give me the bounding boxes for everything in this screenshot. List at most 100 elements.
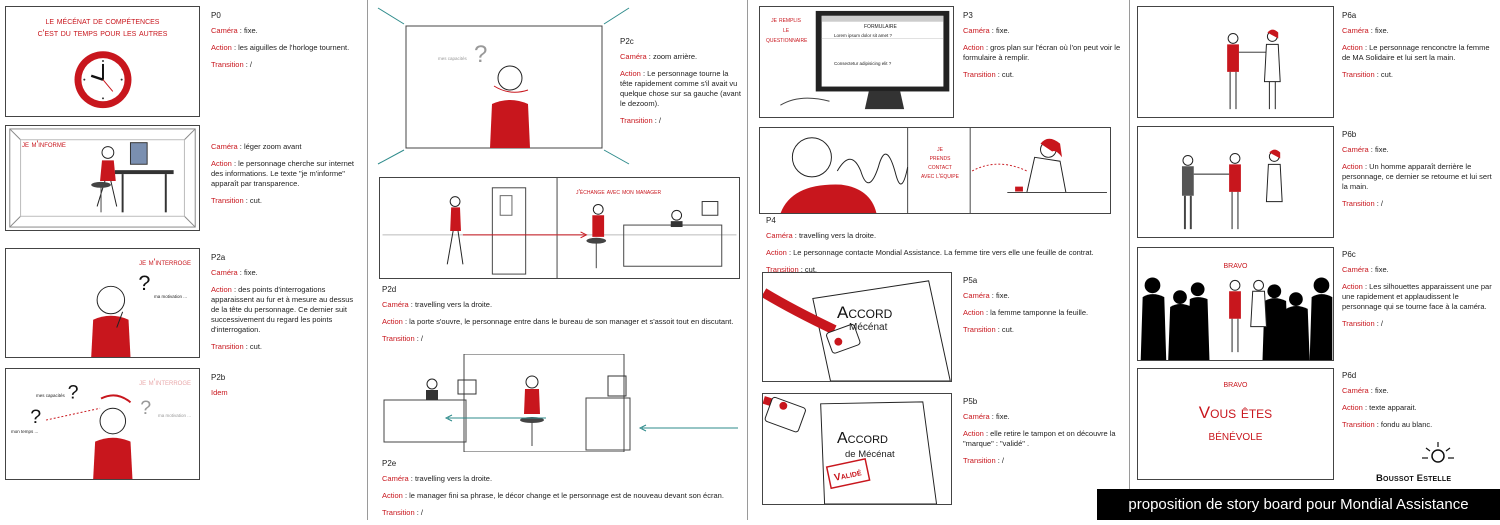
p2b-title: Je m'interroge [139,377,191,387]
p6c-description: P6c Caméra : fixe. Action : Les silhouet… [1342,250,1494,336]
p6d-title: Bravo [1223,379,1248,390]
clock-drawing [74,51,132,109]
p6c-transition-label: Transition [1342,319,1375,328]
p2a-id: P2a [211,253,226,262]
p0-transition-label: Transition [211,60,244,69]
panel-p5a: Accord Mécénat [762,272,952,382]
p1-action-label: Action [211,159,232,168]
p6a-action: : Le personnage renconctre la femme de M… [1342,43,1490,62]
p2a-action: : des points d'interrogations apparaisse… [211,285,354,334]
p2a-action-label: Action [211,285,232,294]
p2c-transition-label: Transition [620,116,653,125]
p2d-transition-label: Transition [382,334,415,343]
computer-closeup [780,10,950,110]
svg-text:?: ? [30,406,41,428]
p1-title: Je m'informe [22,139,66,149]
p6c-camera: : fixe. [1368,265,1389,274]
p2b-text: Idem [211,388,228,397]
handshake-scene [1227,29,1281,110]
p2b-id: P2b [211,373,226,382]
p2d-camera: : travelling vers la droite. [408,300,493,309]
p4-description: P4 Caméra : travelling vers la droite. A… [766,216,1116,282]
office-travelling-scene [382,178,737,278]
p4-transition: : cut. [798,265,817,274]
p5b-doc-subtitle: de Mécénat [845,449,895,460]
p6a-camera-label: Caméra [1342,26,1369,35]
p6c-action-label: Action [1342,282,1363,291]
p2e-camera-label: Caméra [382,474,409,483]
p5a-transition-label: Transition [963,325,996,334]
panel-p6a [1137,6,1334,118]
p6d-transition-label: Transition [1342,420,1375,429]
p6c-title: Bravo [1223,260,1248,271]
column-3: Je remplis le questionnaire FORMULAIRE L… [748,0,1130,520]
p6b-id: P6b [1342,130,1357,139]
panel-p4: Je prends contact avec l'équipe [759,127,1111,214]
p3-camera-label: Caméra [963,26,990,35]
p2e-action: : le manager fini sa phrase, le décor ch… [402,491,724,500]
applause-scene [1140,277,1333,360]
p2e-action-label: Action [382,491,403,500]
p2b-description: P2b Idem [211,373,361,405]
p0-title: Le Mécénat de compétences c'est du temps… [6,16,199,40]
panel-p2d: J'échange avec mon manager [379,177,740,279]
panel-p6b [1137,126,1334,238]
p5a-id: P5a [963,276,978,285]
panel-p5b: Accord de Mécénat Validé [762,393,952,505]
p0-action-label: Action [211,43,232,52]
desk-scene [9,128,196,228]
p2b-bubble-motivation: ma motivation ... [158,413,192,418]
p1-transition: : cut. [243,196,262,205]
stamp-scene [763,280,951,381]
p6c-camera-label: Caméra [1342,265,1369,274]
p5a-transition: : cut. [995,325,1014,334]
p5b-camera: : fixe. [989,412,1010,421]
p3-description: P3 Caméra : fixe. Action : gros plan sur… [963,11,1123,87]
p2b-bubble-capacites: mes capacités [36,393,65,398]
p5b-description: P5b Caméra : fixe. Action : elle retire … [963,397,1123,473]
p2c-camera: : zoom arrière. [646,52,698,61]
p3-title: Je remplis le questionnaire [766,15,807,45]
p2d-action-label: Action [382,317,403,326]
p6b-action-label: Action [1342,162,1363,171]
p2a-transition: : cut. [243,342,262,351]
p3-action-label: Action [963,43,984,52]
p0-title-line1: Le Mécénat de compétences [45,16,160,27]
p3-id: P3 [963,11,973,20]
p6d-action-label: Action [1342,403,1363,412]
p6a-id: P6a [1342,11,1357,20]
p1-description: Caméra : léger zoom avant Action : le pe… [211,142,361,213]
phone-call-scene [780,128,1107,213]
p2c-action-label: Action [620,69,641,78]
p2d-camera-label: Caméra [382,300,409,309]
p2a-camera: : fixe. [237,268,258,277]
p6d-camera-label: Caméra [1342,386,1369,395]
p6b-description: P6b Caméra : fixe. Action : Un homme app… [1342,130,1494,216]
p2d-transition: : / [414,334,423,343]
p3-form-title: FORMULAIRE [864,24,897,30]
p3-transition: : cut. [995,70,1014,79]
p5a-description: P5a Caméra : fixe. Action : la femme tam… [963,276,1123,342]
panel-p6c: Bravo [1137,247,1334,361]
p5a-action: : la femme tamponne la feuille. [983,308,1089,317]
p1-action: : le personnage cherche sur internet des… [211,159,355,188]
p2a-camera-label: Caméra [211,268,238,277]
p6b-transition: : / [1374,199,1383,208]
p0-action: : les aiguilles de l'horloge tournent. [231,43,350,52]
p5b-action-label: Action [963,429,984,438]
p6b-transition-label: Transition [1342,199,1375,208]
p2d-description: P2d Caméra : travelling vers la droite. … [382,285,738,351]
thinking-figure: ? [91,270,150,357]
p4-transition-label: Transition [766,265,799,274]
p2c-bubble: mes capacités [438,56,467,61]
p3-camera: : fixe. [989,26,1010,35]
p5a-doc-subtitle: Mécénat [849,322,888,333]
svg-text:?: ? [68,381,79,403]
panel-p0: Le Mécénat de compétences c'est du temps… [5,6,200,117]
panel-p6d: Bravo Vous êtes bénévole [1137,368,1334,480]
author-logo: Boussot Estelle [1372,440,1497,486]
p4-action-label: Action [766,248,787,257]
panel-p2c: ? mes capacités [376,6,631,166]
panel-p2b: Je m'interroge ? ? ? mes capacités mon t… [5,368,200,480]
p2d-id: P2d [382,285,397,294]
